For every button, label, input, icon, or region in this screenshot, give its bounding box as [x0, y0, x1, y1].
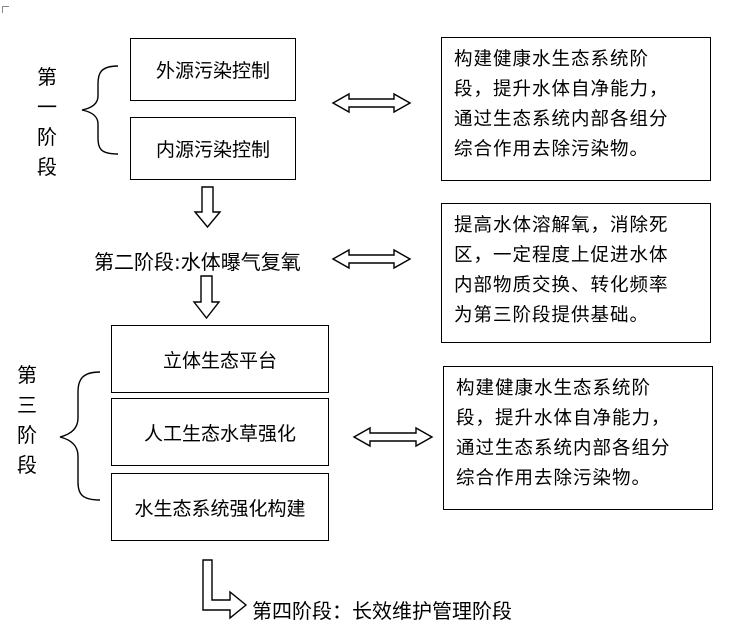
- internal-pollution-control-text: 内源污染控制: [155, 139, 270, 161]
- stage3-label-char: 段: [17, 453, 37, 477]
- stage3-description-box: 构建健康水生态系统阶 段，提升水体自净能力， 通过生态系统内部各组分 综合作用去…: [443, 366, 713, 510]
- description-line: 提高水体溶解氧，消除死: [454, 215, 669, 236]
- stage1-label-char: 阶: [37, 125, 57, 149]
- stage1-brace: [81, 65, 119, 155]
- external-pollution-control-box: 外源污染控制: [130, 38, 296, 101]
- double-arrow-icon: [352, 426, 434, 448]
- description-line: 综合作用去除污染物。: [454, 139, 650, 160]
- description-line: 段，提升水体自净能力，: [454, 79, 669, 100]
- external-pollution-control-text: 外源污染控制: [155, 60, 270, 82]
- stereo-ecological-platform-box: 立体生态平台: [111, 325, 329, 393]
- aquatic-ecosystem-construction-text: 水生态系统强化构建: [134, 497, 306, 520]
- double-arrow-icon: [331, 248, 412, 270]
- down-arrow-icon: [193, 186, 222, 229]
- description-line: 为第三阶段提供基础。: [454, 305, 650, 326]
- artificial-aquatic-plant-box: 人工生态水草强化: [111, 398, 329, 466]
- stage1-label-char: 第: [37, 65, 57, 89]
- stage1-description-box: 构建健康水生态系统阶 段，提升水体自净能力， 通过生态系统内部各组分 综合作用去…: [441, 37, 711, 181]
- stage1-label-char: 段: [37, 155, 57, 179]
- description-line: 区，一定程度上促进水体: [454, 245, 669, 266]
- down-arrow-icon: [192, 275, 221, 320]
- corner-mark: [2, 6, 9, 13]
- description-line: 段，提升水体自净能力，: [456, 408, 671, 429]
- stage3-label-char: 第: [17, 363, 37, 387]
- aquatic-ecosystem-construction-box: 水生态系统强化构建: [111, 473, 329, 541]
- double-arrow-icon: [331, 92, 412, 114]
- description-line: 综合作用去除污染物。: [456, 468, 652, 489]
- stereo-ecological-platform-text: 立体生态平台: [162, 349, 277, 372]
- artificial-aquatic-plant-text: 人工生态水草强化: [143, 422, 296, 445]
- stage3-label-char: 三: [17, 393, 37, 417]
- stage2-description-box: 提高水体溶解氧，消除死 区，一定程度上促进水体 内部物质交换、转化频率 为第三阶…: [441, 203, 711, 343]
- stage3-label: 第 三 阶 段: [16, 360, 38, 480]
- stage1-label: 第 一 阶 段: [36, 62, 58, 182]
- internal-pollution-control-box: 内源污染控制: [130, 117, 296, 180]
- description-line: 内部物质交换、转化频率: [454, 275, 669, 296]
- description-line: 构建健康水生态系统阶: [456, 378, 652, 399]
- bent-arrow-icon: [202, 559, 248, 620]
- description-line: 通过生态系统内部各组分: [456, 438, 671, 459]
- stage4-label: 第四阶段：长效维护管理阶段: [252, 599, 512, 623]
- description-line: 通过生态系统内部各组分: [454, 109, 669, 130]
- stage3-brace: [59, 371, 101, 501]
- stage3-label-char: 阶: [17, 423, 37, 447]
- description-line: 构建健康水生态系统阶: [454, 49, 650, 70]
- stage1-label-char: 一: [37, 95, 57, 119]
- stage2-label: 第二阶段:水体曝气复氧: [94, 250, 301, 274]
